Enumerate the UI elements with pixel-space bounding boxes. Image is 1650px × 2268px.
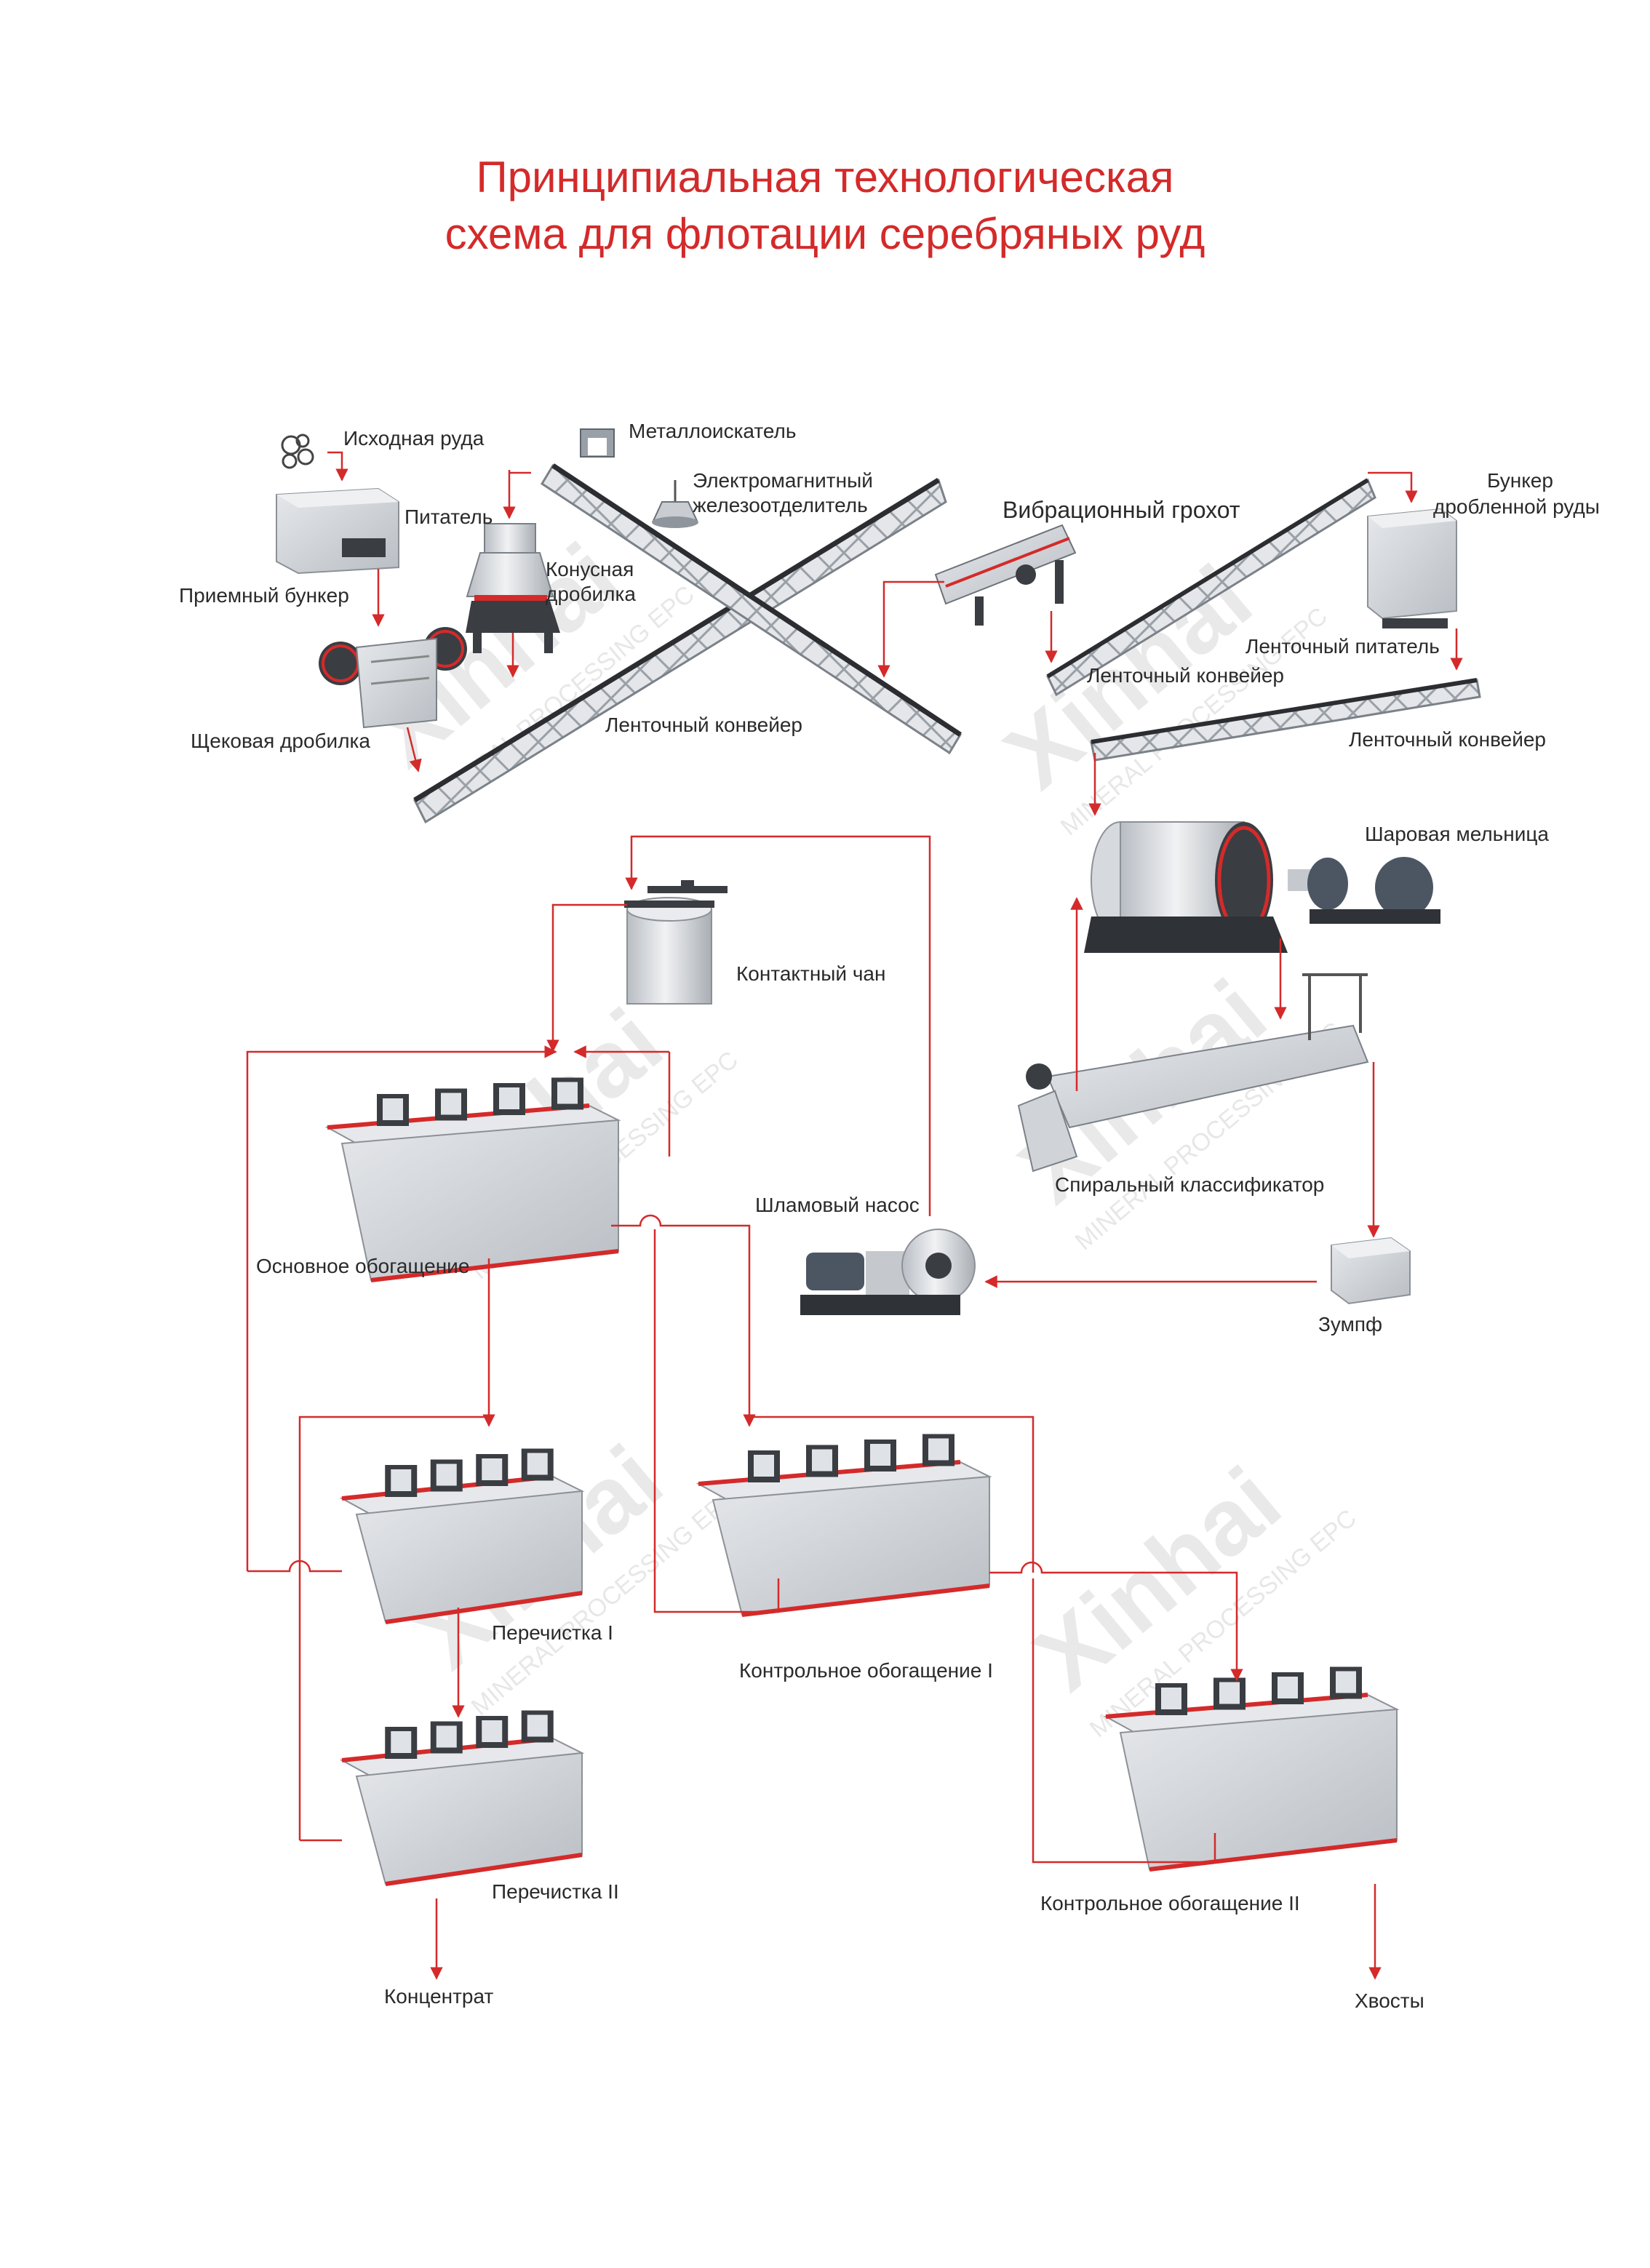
crushed-ore-bin [1367, 508, 1457, 628]
label-cleaner-1: Перечистка I [492, 1621, 613, 1644]
label-cone-crusher-2: дробилка [546, 583, 636, 605]
label-crushed-ore-bin-1: Бункер [1487, 469, 1553, 492]
label-slurry-pump: Шламовый насос [755, 1194, 920, 1216]
flotation-rougher [324, 1077, 621, 1282]
title-line-2: схема для флотации серебряных руд [445, 209, 1205, 258]
receiving-bin [276, 487, 399, 575]
contact-tank [624, 880, 728, 1005]
label-contact-tank: Контактный чан [736, 962, 885, 985]
sump [1331, 1237, 1411, 1305]
slurry-pump [800, 1229, 976, 1315]
label-scavenger-1: Контрольное обогащение I [739, 1659, 993, 1682]
flotation-cleaner-2 [339, 1710, 585, 1886]
jaw-crusher [319, 627, 467, 729]
metal-detector [580, 428, 615, 458]
label-sump: Зумпф [1318, 1313, 1382, 1335]
label-scavenger-2: Контрольное обогащение II [1040, 1892, 1300, 1914]
cone-crusher [466, 523, 560, 653]
label-metal-detector: Металлоискатель [629, 420, 796, 442]
label-belt-conveyor-1: Ленточный конвейер [605, 714, 802, 736]
label-vibrating-screen: Вибрационный грохот [1003, 497, 1240, 523]
label-electromagnet-1: Электромагнитный [693, 469, 873, 492]
title-line-1: Принципиальная технологическая [476, 153, 1174, 201]
label-receiving-bin: Приемный бункер [179, 584, 349, 607]
belt-conveyor-right-2 [1090, 678, 1481, 762]
label-electromagnet-2: железоотделитель [693, 494, 868, 516]
label-rougher: Основное обогащение [256, 1255, 469, 1277]
label-belt-conveyor-3: Ленточный конвейер [1349, 728, 1546, 751]
label-cleaner-2: Перечистка II [492, 1880, 619, 1903]
spiral-classifier [1017, 973, 1369, 1173]
label-feeder: Питатель [404, 506, 493, 528]
label-concentrate: Концентрат [384, 1985, 493, 2008]
electromagnetic-separator [652, 480, 698, 528]
vibrating-screen [934, 524, 1077, 626]
label-crushed-ore-bin-2: дробленной руды [1433, 495, 1600, 518]
label-ball-mill: Шаровая мельница [1365, 823, 1549, 845]
label-tailings: Хвосты [1355, 1989, 1424, 2012]
label-raw-ore: Исходная руда [343, 427, 485, 450]
flotation-scavenger-2 [1103, 1666, 1400, 1872]
belt-conveyor-x2 [540, 463, 962, 755]
label-cone-crusher-1: Конусная [546, 558, 634, 580]
belt-conveyor-x1 [413, 478, 947, 824]
ball-mill [1084, 821, 1440, 953]
flow-lines [246, 451, 1463, 1980]
belt-conveyor-right-1 [1046, 478, 1376, 697]
label-spiral-classifier: Спиральный классификатор [1055, 1173, 1324, 1196]
label-belt-feeder: Ленточный питатель [1246, 635, 1440, 658]
page-title: Принципиальная технологическая схема для… [0, 149, 1650, 263]
raw-ore-icon [281, 434, 314, 469]
flotation-scavenger-1 [696, 1434, 992, 1617]
flotation-cleaner-1 [339, 1448, 585, 1624]
label-jaw-crusher: Щековая дробилка [191, 730, 370, 752]
labels: Исходная руда Металлоискатель Электромаг… [179, 420, 1600, 2012]
label-belt-conveyor-2: Ленточный конвейер [1087, 664, 1284, 687]
